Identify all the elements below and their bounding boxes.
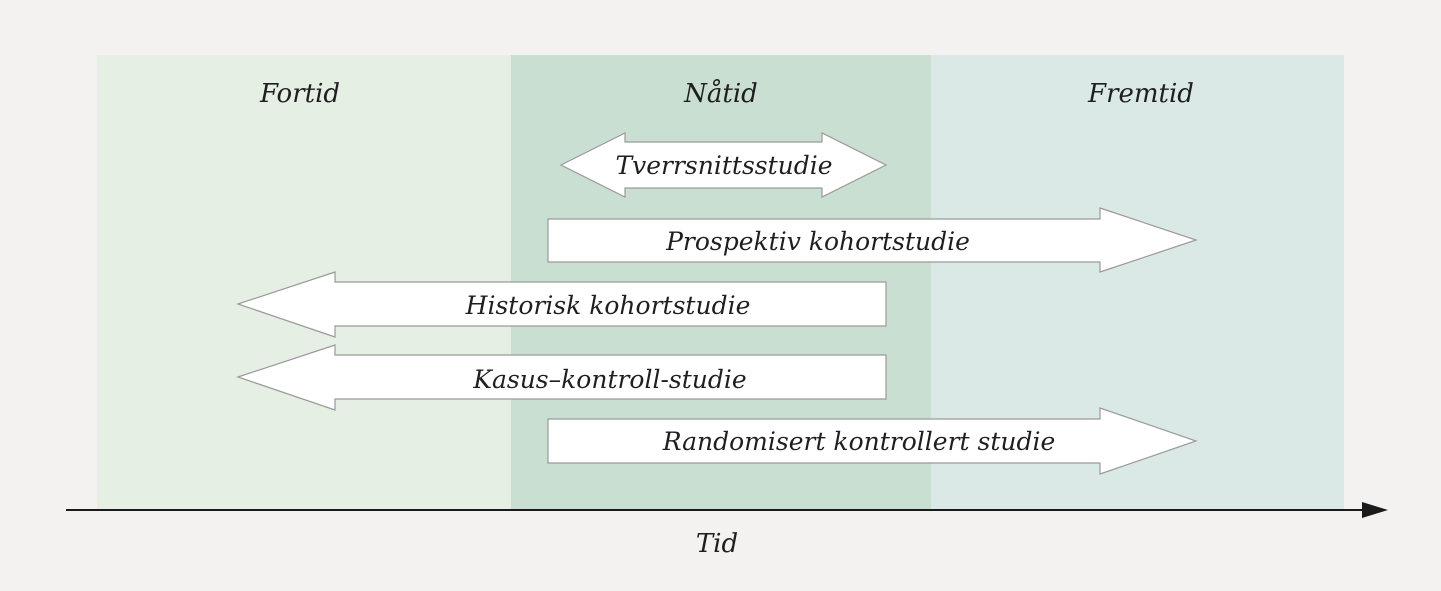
arrow-label-prospektiv-kohortstudie: Prospektiv kohortstudie (665, 227, 970, 256)
time-axis-arrowhead (1362, 502, 1388, 518)
arrow-tverrsnittsstudie (559, 132, 888, 198)
period-label-fortid: Fortid (259, 79, 340, 109)
arrow-label-randomisert-kontrollert-studie: Randomisert kontrollert studie (662, 427, 1056, 456)
period-label-natid: Nåtid (683, 78, 758, 109)
arrow-label-kasus-kontroll-studie: Kasus–kontroll-studie (472, 365, 746, 394)
arrow-label-historisk-kohortstudie: Historisk kohortstudie (465, 291, 751, 320)
arrow-historisk-kohortstudie (236, 271, 887, 338)
period-label-fremtid: Fremtid (1087, 79, 1194, 109)
arrow-prospektiv-kohortstudie (547, 207, 1198, 273)
time-axis-label: Tid (696, 529, 738, 559)
arrow-randomisert-kontrollert-studie (547, 407, 1198, 475)
arrow-kasus-kontroll-studie (236, 344, 887, 411)
arrow-label-tverrsnittsstudie: Tverrsnittsstudie (615, 151, 832, 180)
